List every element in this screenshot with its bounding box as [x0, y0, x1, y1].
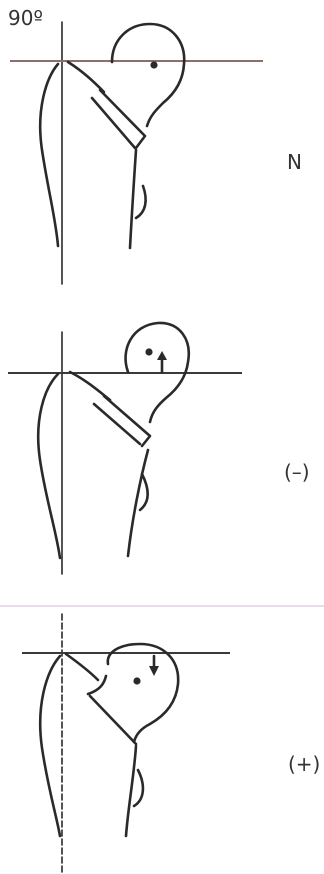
femoral-head [110, 22, 186, 128]
panel-label-negative: (–) [284, 460, 310, 484]
head-center-dot [145, 348, 153, 356]
panel-negative [8, 321, 242, 575]
femoral-shaft-left [36, 372, 62, 560]
angle-label: 90º [8, 6, 43, 30]
femoral-neck-upper [66, 60, 106, 94]
femoral-shaft-right [124, 744, 138, 838]
panel-normal [10, 21, 263, 285]
arrow-down-icon [149, 654, 159, 676]
femoral-shaft-right [128, 148, 138, 250]
femoral-neck-band [90, 88, 147, 150]
femoral-neck-band [92, 394, 152, 448]
panel-label-normal: N [287, 150, 302, 174]
femoral-neck-band [86, 674, 138, 746]
head-center-dot [133, 677, 141, 685]
femoral-head [106, 642, 180, 744]
arrow-up-icon [157, 351, 167, 374]
femoral-neck-upper [64, 652, 100, 682]
femoral-shaft-left [38, 654, 62, 838]
panel-label-positive: (+) [288, 752, 321, 776]
femoral-shaft-left [38, 62, 60, 248]
lesser-trochanter [132, 768, 145, 808]
lesser-trochanter [134, 184, 147, 220]
panel-positive [22, 613, 230, 873]
femoral-shaft-right [126, 448, 150, 558]
head-center-dot [150, 61, 158, 69]
lesser-trochanter [138, 472, 150, 512]
femoral-head [124, 321, 191, 424]
